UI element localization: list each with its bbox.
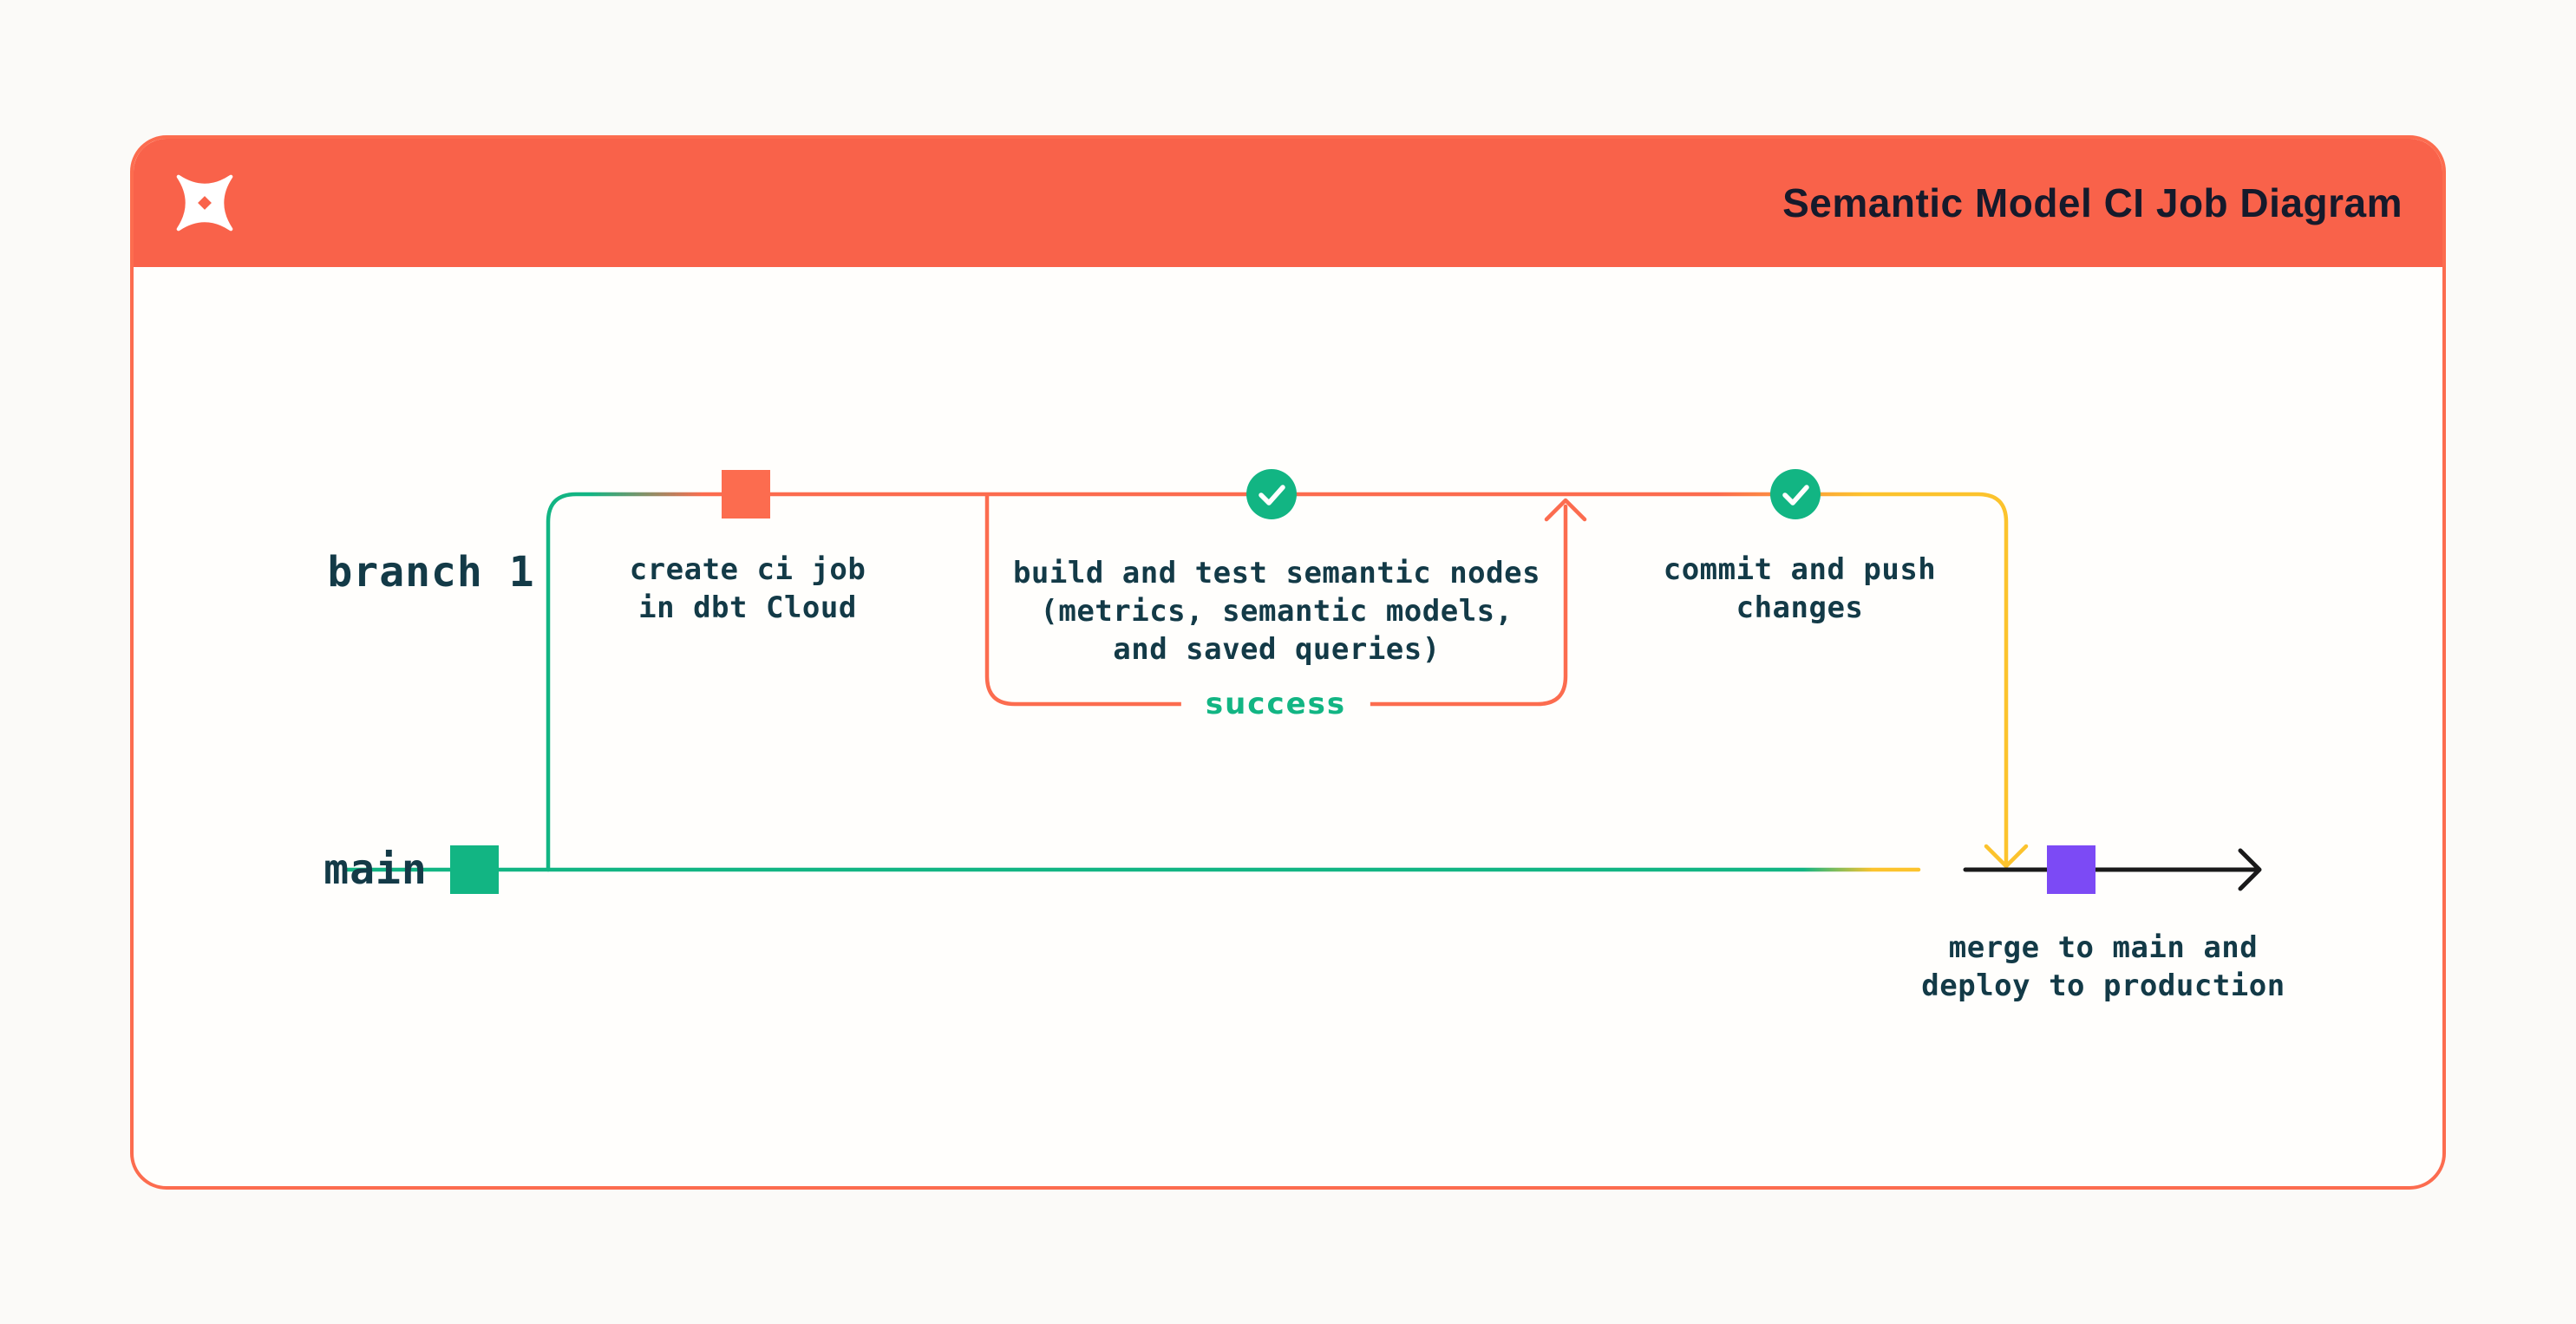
dbt-logo-icon xyxy=(176,174,233,232)
step-label-commit-push: commit and push changes xyxy=(1663,552,1937,625)
checkmark-glyph xyxy=(1259,485,1285,505)
commit-node-main xyxy=(450,845,499,894)
merge-arrowhead-icon xyxy=(1984,844,2029,869)
check-icon xyxy=(1246,469,1297,519)
lane-label-main: main xyxy=(324,845,428,894)
step-label-merge: merge to main and deploy to production xyxy=(1921,930,2285,1003)
check-icon xyxy=(1770,469,1821,519)
commit-node-merge xyxy=(2047,845,2095,894)
card-header: Semantic Model CI Job Diagram xyxy=(134,139,2442,267)
checkmark-glyph xyxy=(1782,485,1809,505)
commit-node-create-ci xyxy=(722,470,770,519)
step-label-build-test: build and test semantic nodes (metrics, … xyxy=(1012,556,1541,667)
page-title: Semantic Model CI Job Diagram xyxy=(1782,180,2403,225)
diagram-card: Semantic Model CI Job Diagram xyxy=(130,135,2446,1190)
loop-arrowhead-icon xyxy=(1544,498,1587,522)
lane-label-branch: branch 1 xyxy=(327,548,535,597)
step-label-create-ci: create ci job in dbt Cloud xyxy=(629,552,866,625)
deploy-arrowhead-icon xyxy=(2238,848,2262,891)
success-label: success xyxy=(1180,687,1371,721)
